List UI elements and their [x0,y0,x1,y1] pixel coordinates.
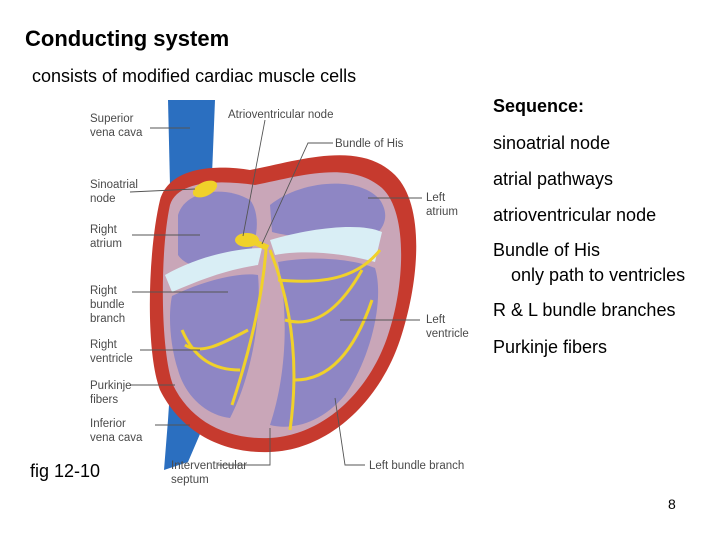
left-bundle-branch-shape [268,249,382,431]
figure-caption: fig 12-10 [30,461,101,481]
label-left-atrium-1: Left [426,192,446,204]
heart-conduction-diagram: Superior vena cava Atrioventricular node… [90,100,469,486]
label-sinoatrial-node-2: node [90,193,116,205]
label-inferior-vena-cava-2: vena cava [90,432,143,444]
left-atrium-shape [270,183,386,239]
page-number: 8 [668,496,676,512]
mitral-valve-shape [270,226,382,262]
label-right-atrium-2: atrium [90,238,122,250]
sequence-subitem-only-path: only path to ventricles [511,265,686,285]
label-left-ventricle-2: ventricle [426,328,469,340]
label-left-atrium-2: atrium [426,206,458,218]
superior-vena-cava-shape [168,100,215,190]
sequence-item-bundle-of-his: Bundle of His [493,240,601,260]
sequence-item-bundle-branches: R & L bundle branches [493,300,676,320]
label-left-ventricle-1: Left [426,314,446,326]
label-av-node: Atrioventricular node [228,109,333,121]
right-bundle-branch-shape [180,249,268,406]
label-right-bundle-branch-2: bundle [90,299,125,311]
label-interventricular-septum-2: septum [171,474,209,486]
bundle-of-his-shape [250,238,270,251]
left-ventricle-shape [270,258,379,427]
label-right-bundle-branch-3: branch [90,313,125,325]
sequence-item-atrial-pathways: atrial pathways [493,169,614,189]
label-right-ventricle-1: Right [90,339,118,351]
label-left-bundle-branch: Left bundle branch [369,460,464,472]
label-interventricular-septum-1: Interventricular [171,460,247,472]
label-purkinje-fibers-2: fibers [90,394,118,406]
sinoatrial-node-shape [192,180,218,198]
label-sinoatrial-node-1: Sinoatrial [90,179,138,191]
tricuspid-valve-shape [165,248,262,292]
right-atrium-shape [178,191,257,268]
label-right-ventricle-2: ventricle [90,353,133,365]
sequence-heading: Sequence: [493,96,585,116]
slide-subtitle: consists of modified cardiac muscle cell… [32,66,357,86]
sequence-item-purkinje-fibers: Purkinje fibers [493,337,608,357]
slide-title: Conducting system [25,26,230,51]
label-inferior-vena-cava-1: Inferior [90,418,126,430]
sequence-item-av-node: atrioventricular node [493,205,657,225]
label-superior-vena-cava-1: Superior [90,113,134,125]
label-right-bundle-branch-1: Right [90,285,118,297]
label-right-atrium-1: Right [90,224,118,236]
sequence-item-sinoatrial-node: sinoatrial node [493,133,611,153]
label-bundle-of-his: Bundle of His [335,138,404,150]
label-purkinje-fibers-1: Purkinje [90,380,132,392]
label-superior-vena-cava-2: vena cava [90,127,143,139]
